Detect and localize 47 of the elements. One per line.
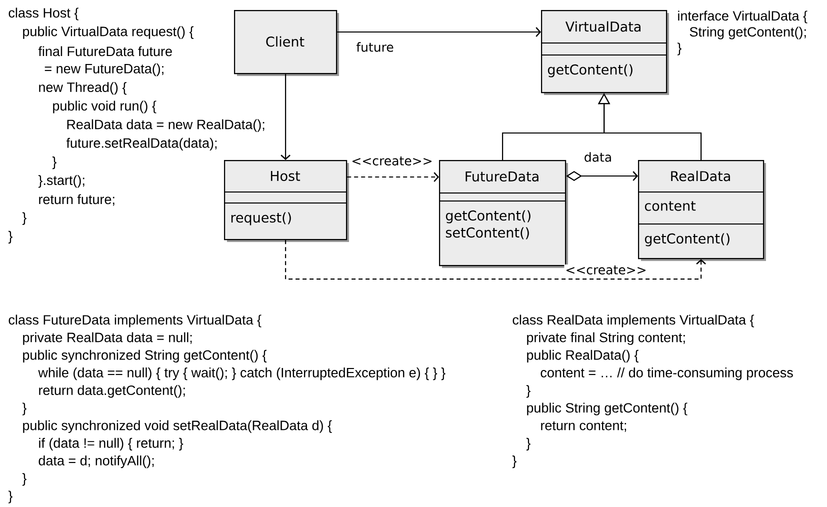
arrow <box>337 27 542 37</box>
code-line: public synchronized String getContent() { <box>23 350 267 362</box>
code-line: class FutureData implements VirtualData { <box>8 314 262 328</box>
class-box: VirtualData getContent() <box>541 10 669 95</box>
class-box: RealData content getContent() <box>638 160 766 261</box>
code-line: public synchronized void setRealData(RealData d) { <box>23 420 332 433</box>
code-line: public void run() { <box>53 100 156 114</box>
arrow <box>280 74 290 160</box>
code-line: } <box>52 156 56 170</box>
code-line: private final String content; <box>527 332 685 345</box>
class-box: Host request() <box>224 160 349 242</box>
code-line: new Thread() { <box>39 82 126 95</box>
code-line: String getContent(); <box>690 26 806 40</box>
code-line: } <box>512 456 516 468</box>
code-line: public VirtualData request() { <box>23 26 194 39</box>
code-line: } <box>22 212 26 225</box>
code-line: while (data == null) { try { wait(); } catch (InterruptedException e) { } } <box>38 368 446 380</box>
edge-label: future <box>355 41 395 53</box>
code-line: data = d; notifyAll(); <box>38 456 154 468</box>
code-line: RealData data = new RealData(); <box>67 119 264 132</box>
code-line: if (data != null) { return; } <box>39 438 184 450</box>
code-line: final FutureData future <box>38 46 172 56</box>
arrow <box>285 240 706 280</box>
code-line: } <box>22 473 26 486</box>
code-line: public String getContent() { <box>527 402 688 416</box>
code-line: }.start(); <box>38 175 84 188</box>
class-box: FutureData getContent() setContent() <box>439 160 568 268</box>
arrow <box>347 172 439 182</box>
code-line: = new FutureData(); <box>44 64 164 76</box>
class-box: Client <box>234 10 339 76</box>
code-line: class Host { <box>8 8 78 20</box>
code-line: } <box>526 438 530 450</box>
edge-label: data <box>582 151 614 163</box>
code-line: } <box>8 230 12 244</box>
code-line: public RealData() { <box>527 350 638 362</box>
code-line: } <box>22 402 26 416</box>
edge-label: <<create>> <box>350 156 434 166</box>
code-line: future.setRealData(data); <box>66 138 217 150</box>
code-line: } <box>8 490 12 504</box>
code-line: class RealData implements VirtualData { <box>512 314 754 328</box>
code-line: return future; <box>39 194 114 206</box>
edge-label: <<create>> <box>564 264 648 276</box>
code-line: content = … // do time-consuming process <box>540 368 793 380</box>
code-line: } <box>526 385 530 398</box>
code-line: private RealData data = null; <box>23 332 192 345</box>
code-line: return data.getContent(); <box>39 385 185 398</box>
code-line: return content; <box>541 421 626 432</box>
